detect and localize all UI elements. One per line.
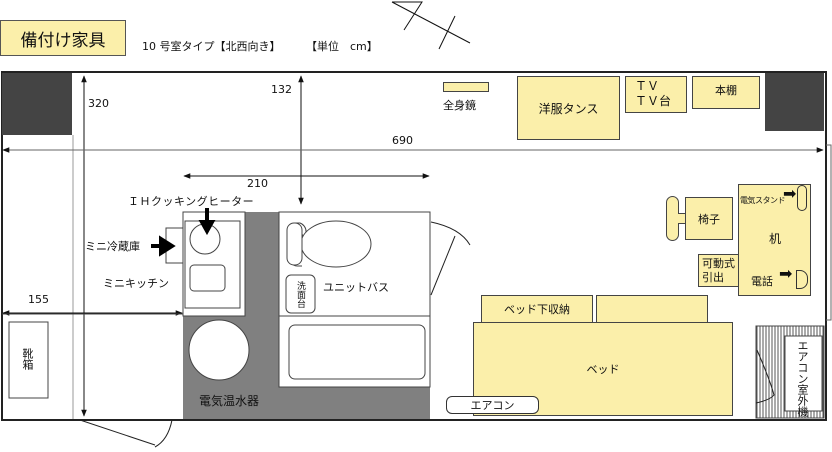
water-heater-label: 電気温水器 xyxy=(199,394,260,408)
dim-320: 320 xyxy=(88,97,109,110)
mirror-label: 全身鏡 xyxy=(443,99,476,112)
unit-bath-label: ユニットバス xyxy=(323,281,389,294)
dim-690: 690 xyxy=(392,134,413,147)
drawer-label-1: 可動式 xyxy=(702,257,735,270)
water-heater xyxy=(188,319,250,381)
lamp-label: 電気スタンド xyxy=(740,196,786,205)
mini-fridge-label: ミニ冷蔵庫 xyxy=(85,240,140,253)
bookshelf: 本棚 xyxy=(692,76,760,109)
tv-stand-label: ＴＶ台 xyxy=(635,94,672,108)
lamp-arrow-icon: ➡ xyxy=(783,184,797,203)
outdoor-unit-label: エアコン室外機 xyxy=(796,340,809,417)
washbasin xyxy=(285,274,316,314)
bathtub xyxy=(288,324,426,380)
room-outline xyxy=(1,71,827,421)
movable-drawer: 可動式引出 xyxy=(698,254,739,287)
dim-210: 210 xyxy=(247,177,268,190)
compass-icon xyxy=(391,1,471,50)
bath-door xyxy=(430,221,471,296)
mirror xyxy=(443,82,489,92)
entry-door xyxy=(79,419,173,448)
utility-area xyxy=(183,212,430,419)
under-bed-storage: ベッド下収納 xyxy=(481,295,593,323)
window xyxy=(826,144,832,321)
corner-pillar-left xyxy=(2,73,72,135)
shoe-box xyxy=(8,321,49,399)
desk-label: 机 xyxy=(769,232,782,246)
shoe-box-label: 靴箱 xyxy=(21,348,34,370)
unit-label: 【単位 cm】 xyxy=(306,40,378,53)
drawer-label-2: 引出 xyxy=(702,271,724,284)
phone-label: 電話 xyxy=(751,275,773,288)
phone-arrow-icon: ➡ xyxy=(779,264,793,283)
corner-pillar-right xyxy=(765,73,824,131)
aircon: エアコン xyxy=(446,396,539,414)
chair-neck xyxy=(678,213,686,224)
washbasin-label: 洗面台 xyxy=(295,281,305,308)
dim-155: 155 xyxy=(28,293,49,306)
lamp xyxy=(797,185,807,211)
mini-kitchen-label: ミニキッチン xyxy=(103,277,169,290)
room-type: 10 号室タイプ【北西向き】 xyxy=(142,40,281,53)
tv-label: ＴＶ xyxy=(635,79,660,93)
under-bed-storage-2 xyxy=(596,295,708,323)
title-box: 備付け家具 xyxy=(0,20,126,56)
ih-heater-label: ＩＨクッキングヒーター xyxy=(128,195,255,208)
wardrobe: 洋服タンス xyxy=(517,76,620,140)
dim-132: 132 xyxy=(271,83,292,96)
chair: 椅子 xyxy=(685,197,733,240)
sink xyxy=(189,264,226,292)
phone xyxy=(796,270,808,289)
